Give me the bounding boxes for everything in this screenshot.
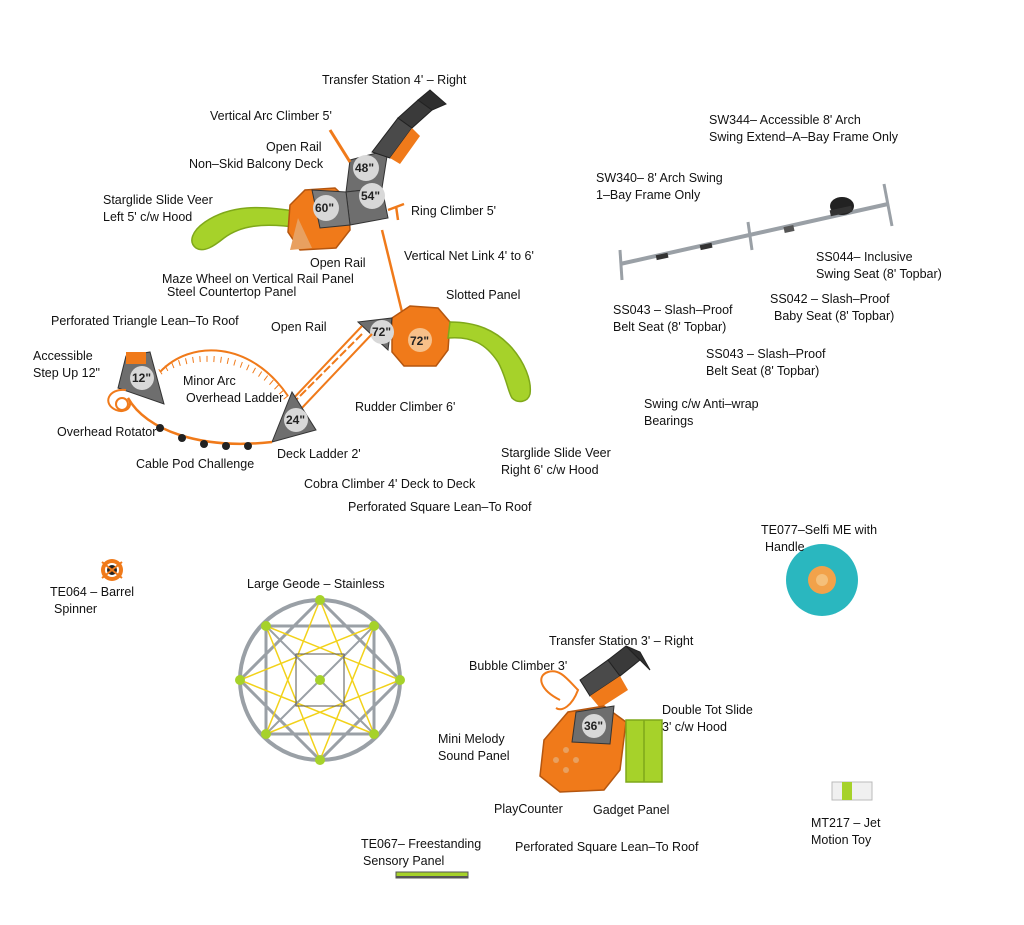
label-cable-pod: Cable Pod Challenge [136,457,255,471]
label-ss043b-1: SS043 – Slash–Proof [706,347,826,361]
cable-pods [156,424,252,450]
label-minor-arc-1: Minor Arc [183,374,236,388]
label-te064-1: TE064 – Barrel [50,585,135,599]
dim-circle-12 [130,366,154,390]
label-ss044-2: Swing Seat (8' Topbar) [816,267,942,281]
jet-motion-toy [831,781,873,801]
label-starglide-right-1: Starglide Slide Veer [501,446,611,460]
label-ss043b-2: Belt Seat (8' Topbar) [706,364,820,378]
label-accessible-step-1: Accessible [33,349,93,363]
label-double-tot-1: Double Tot Slide [662,703,753,717]
starglide-slide-left [191,206,301,251]
label-ring-climber: Ring Climber 5' [411,204,497,218]
dim-circle-54 [359,183,385,209]
label-perforated-square-1: Perforated Square Lean–To Roof [348,500,532,514]
label-mt217-2: Motion Toy [811,833,872,847]
label-sw340-1: SW340– 8' Arch Swing [596,171,723,185]
label-starglide-left-2: Left 5' c/w Hood [103,210,193,224]
deck-height-36: 36" [584,719,603,733]
vertical-net-link [380,229,404,313]
dim-circle-72a [370,320,394,344]
label-rudder-climber: Rudder Climber 6' [355,400,456,414]
deck-height-24: 24" [286,413,305,427]
label-swing-bearings-1: Swing c/w Anti–wrap [644,397,759,411]
bubble-climber [540,670,580,711]
deck-height-12: 12" [132,371,151,385]
label-maze-wheel: Maze Wheel on Vertical Rail Panel [162,272,354,286]
step-up-12-base [126,352,146,364]
label-starglide-left-1: Starglide Slide Veer [103,193,213,207]
label-minor-arc-2: Overhead Ladder [186,391,284,405]
label-te064-2: Spinner [54,602,98,616]
label-large-geode: Large Geode – Stainless [247,577,385,591]
barrel-spinner [101,559,123,581]
label-non-skid-deck: Non–Skid Balcony Deck [189,157,324,171]
ring-climber [387,202,405,221]
deck-height-54: 54" [361,189,380,203]
label-sw344-1: SW344– Accessible 8' Arch [709,113,861,127]
deck-height-72b: 72" [410,334,429,348]
label-slotted-panel: Slotted Panel [446,288,521,302]
deck-height-48: 48" [355,161,374,175]
label-deck-ladder: Deck Ladder 2' [277,447,361,461]
selfi-me [786,544,858,616]
label-double-tot-2: 3' c/w Hood [662,720,727,734]
label-mini-melody-1: Mini Melody [438,732,505,746]
minor-arc-ladder-rungs [158,355,291,402]
transfer-station-3 [579,645,651,708]
label-transfer-station-3: Transfer Station 3' – Right [549,634,694,648]
label-open-rail-1: Open Rail [266,140,322,154]
label-vertical-net-link: Vertical Net Link 4' to 6' [404,249,534,263]
label-te077-2: Handle [765,540,805,554]
label-sw340-2: 1–Bay Frame Only [596,188,701,202]
label-te067-2: Sensory Panel [363,854,445,868]
dim-circle-36 [582,714,606,738]
label-ss042-1: SS042 – Slash–Proof [770,292,890,306]
label-accessible-step-2: Step Up 12" [33,366,100,380]
dim-circle-72b [408,328,432,352]
sensory-panel [395,871,469,879]
deck-height-60: 60" [315,201,334,215]
transfer-station-4 [371,89,447,164]
label-steel-countertop: Steel Countertop Panel [167,285,297,299]
label-transfer-station-4: Transfer Station 4' – Right [322,73,467,87]
label-swing-bearings-2: Bearings [644,414,694,428]
label-open-rail-2: Open Rail [310,256,366,270]
label-ss044-1: SS044– Inclusive [816,250,913,264]
label-mt217-1: MT217 – Jet [811,816,881,830]
maze-wheel-panel [290,218,312,250]
label-te077-1: TE077–Selfi ME with [761,523,878,537]
label-open-rail-3: Open Rail [271,320,327,334]
playcounter-panel [553,747,579,773]
overhead-rotator [107,388,132,412]
label-perforated-triangle: Perforated Triangle Lean–To Roof [51,314,239,328]
label-ss043a-2: Belt Seat (8' Topbar) [613,320,727,334]
vertical-arc-climber [328,129,352,163]
label-mini-melody-2: Sound Panel [438,749,510,763]
label-gadget-panel: Gadget Panel [593,803,670,817]
swing-set [618,183,894,281]
dim-circle-24 [284,408,308,432]
starglide-slide-right [447,321,532,403]
cobra-climber [289,325,373,411]
label-ss042-2: Baby Seat (8' Topbar) [774,309,895,323]
label-perforated-square-2: Perforated Square Lean–To Roof [515,840,699,854]
dim-circle-60 [313,195,339,221]
overhead-rotator-wheel [115,397,129,411]
dim-circle-48 [353,155,379,181]
label-vertical-arc-climber: Vertical Arc Climber 5' [210,109,332,123]
label-overhead-rotator: Overhead Rotator [57,425,157,439]
minor-arc-ladder [159,349,289,397]
label-cobra-climber: Cobra Climber 4' Deck to Deck [304,477,476,491]
label-playcounter: PlayCounter [494,802,563,816]
label-starglide-right-2: Right 6' c/w Hood [501,463,599,477]
label-ss043a-1: SS043 – Slash–Proof [613,303,733,317]
label-bubble-climber: Bubble Climber 3' [469,659,568,673]
large-geode [235,595,405,765]
label-te067-1: TE067– Freestanding [361,837,482,851]
label-sw344-2: Swing Extend–A–Bay Frame Only [709,130,898,144]
deck-height-72a: 72" [372,325,391,339]
